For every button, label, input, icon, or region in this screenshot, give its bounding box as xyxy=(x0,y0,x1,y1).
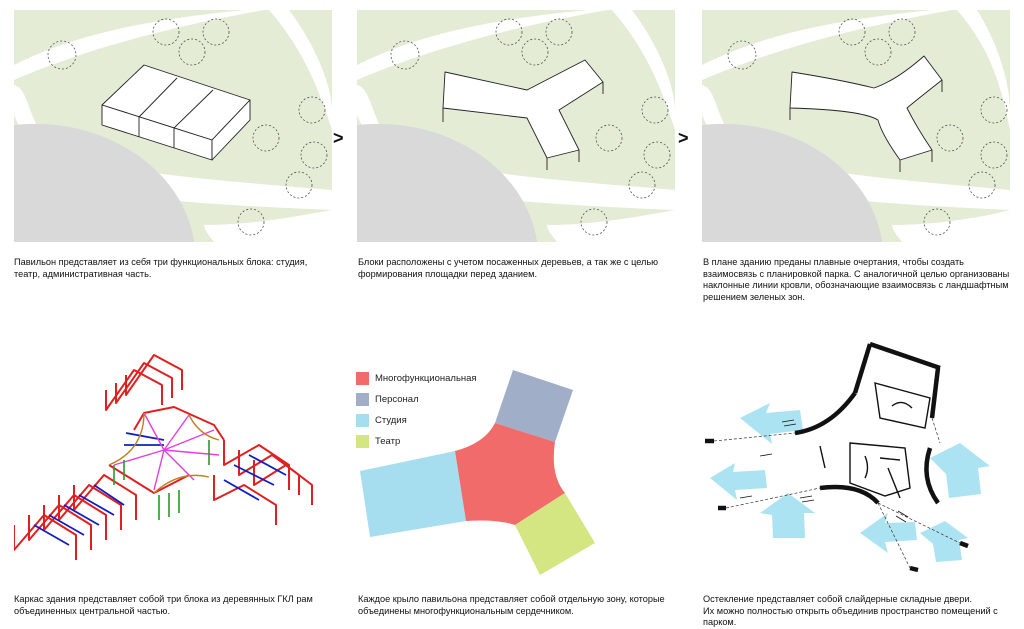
site-plan-curved xyxy=(702,10,1010,242)
arrow-separator-2: > xyxy=(678,128,689,148)
caption-zoning: Каждое крыло павильона представляет собо… xyxy=(358,594,665,616)
legend-swatch xyxy=(356,413,369,427)
zone-studio xyxy=(360,451,466,537)
legend-item-theatre: Театр xyxy=(356,433,477,449)
legend-item-staff: Персонал xyxy=(356,391,477,407)
legend-label: Персонал xyxy=(375,393,419,405)
caption-blocks: Павильон представляет из себя три функци… xyxy=(14,257,308,279)
caption-y-shape: Блоки расположены с учетом посаженных де… xyxy=(358,257,659,279)
site-plan-blocks xyxy=(14,10,332,242)
legend-label: Студия xyxy=(375,414,407,426)
caption-glazing: Остекление представляет собой слайдерные… xyxy=(703,594,998,628)
legend-swatch xyxy=(356,434,369,448)
zone-theatre xyxy=(515,493,595,575)
zoning-diagram xyxy=(360,370,595,575)
legend-swatch xyxy=(356,392,369,406)
zoning-legend: Многофункциональная Персонал Студия Теат… xyxy=(356,370,477,454)
site-plan-y-shape xyxy=(357,10,675,242)
legend-label: Театр xyxy=(375,435,401,447)
zone-staff xyxy=(495,370,573,442)
legend-swatch xyxy=(356,371,369,385)
caption-frame: Каркас здания представляет собой три бло… xyxy=(14,594,313,616)
frame-diagram xyxy=(14,354,313,560)
caption-curved: В плане зданию преданы плавные очертания… xyxy=(703,257,1010,302)
zone-multifunctional xyxy=(455,423,565,525)
legend-item-multifunctional: Многофункциональная xyxy=(356,370,477,386)
glazing-plan xyxy=(705,341,990,573)
legend-label: Многофункциональная xyxy=(375,372,477,384)
arrow-separator-1: > xyxy=(333,128,344,148)
legend-item-studio: Студия xyxy=(356,412,477,428)
